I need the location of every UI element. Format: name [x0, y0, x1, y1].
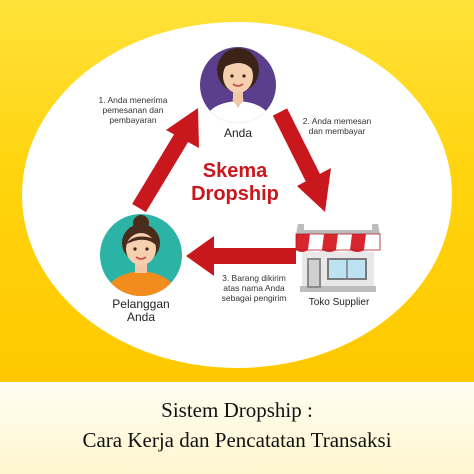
- arrow-anda-to-supplier: [272, 108, 331, 212]
- step-2-line-2: dan membayar: [308, 126, 366, 136]
- caption-panel: Sistem Dropship : Cara Kerja dan Pencata…: [0, 382, 474, 474]
- step-2-text: 2. Anda memesan dan membayar: [296, 116, 378, 136]
- step-3-text: 3. Barang dikirim atas nama Anda sebagai…: [212, 273, 296, 303]
- arrow-customer-to-anda: [132, 108, 199, 213]
- step-1-line-2: pemesanan dan: [102, 105, 164, 115]
- step-3-line-2: atas nama Anda: [223, 283, 285, 293]
- diagram-title-line-1: Skema: [202, 160, 268, 182]
- diagram-title: Skema Dropship: [165, 160, 305, 206]
- caption-line-2: Cara Kerja dan Pencatatan Transaksi: [82, 428, 392, 452]
- supplier-label: Toko Supplier: [308, 297, 370, 308]
- step-3-line-3: sebagai pengirim: [221, 293, 287, 303]
- arrow-supplier-to-customer: [186, 236, 296, 276]
- customer-label-line-1: Pelanggan: [112, 297, 170, 311]
- step-1-line-1: 1. Anda menerima: [98, 95, 168, 105]
- diagram-title-line-2: Dropship: [191, 183, 279, 205]
- store-icon: [295, 224, 381, 292]
- dropship-diagram: [100, 47, 381, 296]
- step-1-text: 1. Anda menerima pemesanan dan pembayara…: [92, 95, 174, 125]
- woman-avatar-icon: [200, 47, 276, 123]
- customer-label: Pelanggan Anda: [98, 298, 184, 324]
- step-1-line-3: pembayaran: [109, 115, 157, 125]
- step-2-line-1: 2. Anda memesan: [302, 116, 372, 126]
- anda-label: Anda: [223, 126, 253, 140]
- customer-label-line-2: Anda: [126, 310, 156, 324]
- customer-avatar-icon: [100, 214, 182, 296]
- caption-line-1: Sistem Dropship :: [161, 398, 313, 422]
- step-3-line-1: 3. Barang dikirim: [222, 273, 286, 283]
